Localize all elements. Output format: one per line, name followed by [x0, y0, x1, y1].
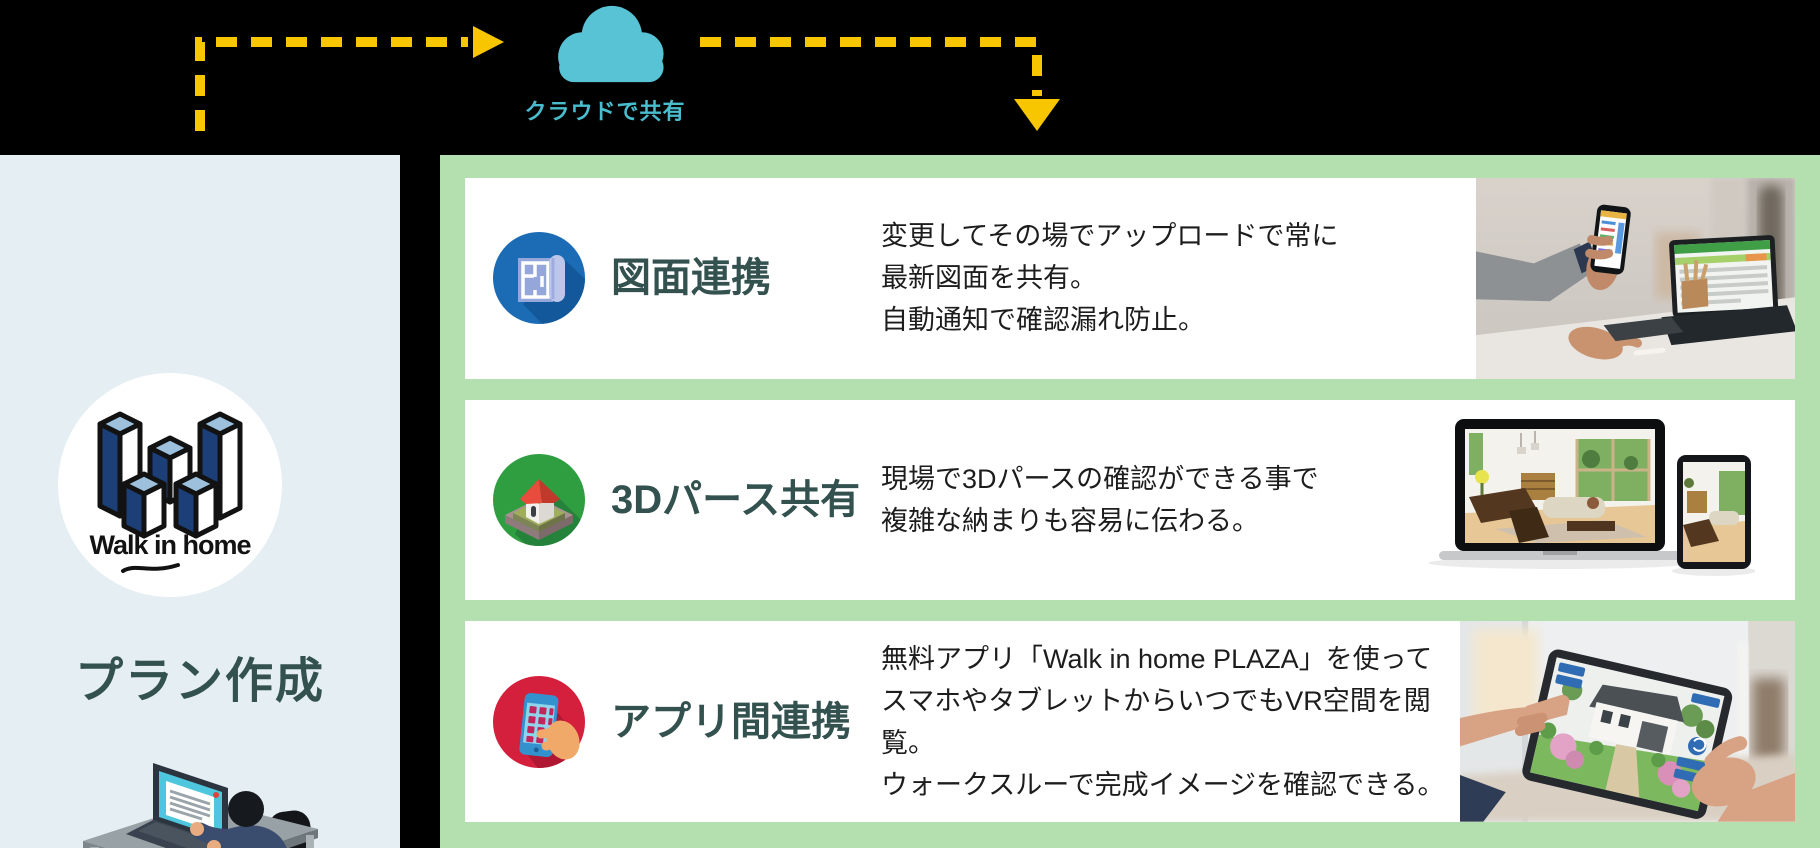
description-line: 変更してその場でアップロードで常に: [881, 221, 1339, 252]
walk-in-home-logo: Walk in home: [58, 373, 282, 597]
plan-creation-title: プラン作成: [74, 655, 325, 708]
feature-photo-phone-and-tablet: [1476, 178, 1795, 379]
flow-arrow-left: [195, 26, 504, 131]
feature-description: 変更してその場でアップロードで常に 最新図面を共有。 自動通知で確認漏れ防止。: [881, 215, 1451, 341]
feature-title: アプリ間連携: [611, 699, 851, 744]
cloud-features-panel: 図面連携 変更してその場でアップロードで常に 最新図面を共有。 自動通知で確認漏…: [440, 155, 1820, 848]
description-line: 自動通知で確認漏れ防止。: [881, 305, 1205, 336]
description-line: ウォークスルーで完成イメージを確認できる。: [881, 769, 1445, 800]
logo-blocks-icon: [97, 411, 243, 539]
feature-description: 無料アプリ「Walk in home PLAZA」を使って スマホやタブレットか…: [881, 638, 1451, 806]
smartphone-hand-icon: [493, 675, 585, 768]
description-line: 無料アプリ「Walk in home PLAZA」を使って: [881, 643, 1433, 674]
description-line: 現場で3Dパースの確認ができる事で: [881, 464, 1319, 494]
description-line: 最新図面を共有。: [881, 263, 1097, 294]
description-line: 複雑な納まりも容易に伝わる。: [881, 506, 1259, 536]
description-line: スマホやタブレットからいつでもVR空間を閲覧。: [881, 685, 1431, 758]
cloud-share-label: クラウドで共有: [524, 99, 686, 124]
arrowhead-right-icon: [473, 26, 504, 58]
flow-arrows: [195, 26, 1060, 131]
logo-wordmark: Walk in home: [89, 530, 251, 560]
feature-photo-tablet-vr: [1460, 621, 1795, 823]
feature-card-drawing-linkage: 図面連携 変更してその場でアップロードで常に 最新図面を共有。 自動通知で確認漏…: [465, 178, 1795, 379]
plan-creation-panel: Walk in home プラン作成: [0, 155, 400, 848]
feature-photo-laptop-tablet: [1425, 415, 1756, 585]
feature-title: 図面連携: [611, 256, 771, 301]
cloud-icon: [540, 2, 670, 85]
logo-swoosh-icon: [121, 563, 180, 573]
blueprint-icon: [493, 232, 585, 325]
feature-card-3d-sharing: 3Dパース共有 現場で3Dパースの確認ができる事で 複雑な納まりも容易に伝わる。: [465, 399, 1795, 601]
feature-title: 3Dパース共有: [611, 478, 861, 522]
feature-description: 現場で3Dパースの確認ができる事で 複雑な納まりも容易に伝わる。: [881, 458, 1451, 542]
feature-card-app-linkage: アプリ間連携 無料アプリ「Walk in home PLAZA」を使って スマホ…: [465, 621, 1795, 823]
person-at-desk-illustration: [83, 763, 321, 848]
arrowhead-down-icon: [1014, 99, 1060, 131]
flow-arrow-right: [700, 37, 1060, 131]
house-3d-icon: [493, 454, 585, 546]
